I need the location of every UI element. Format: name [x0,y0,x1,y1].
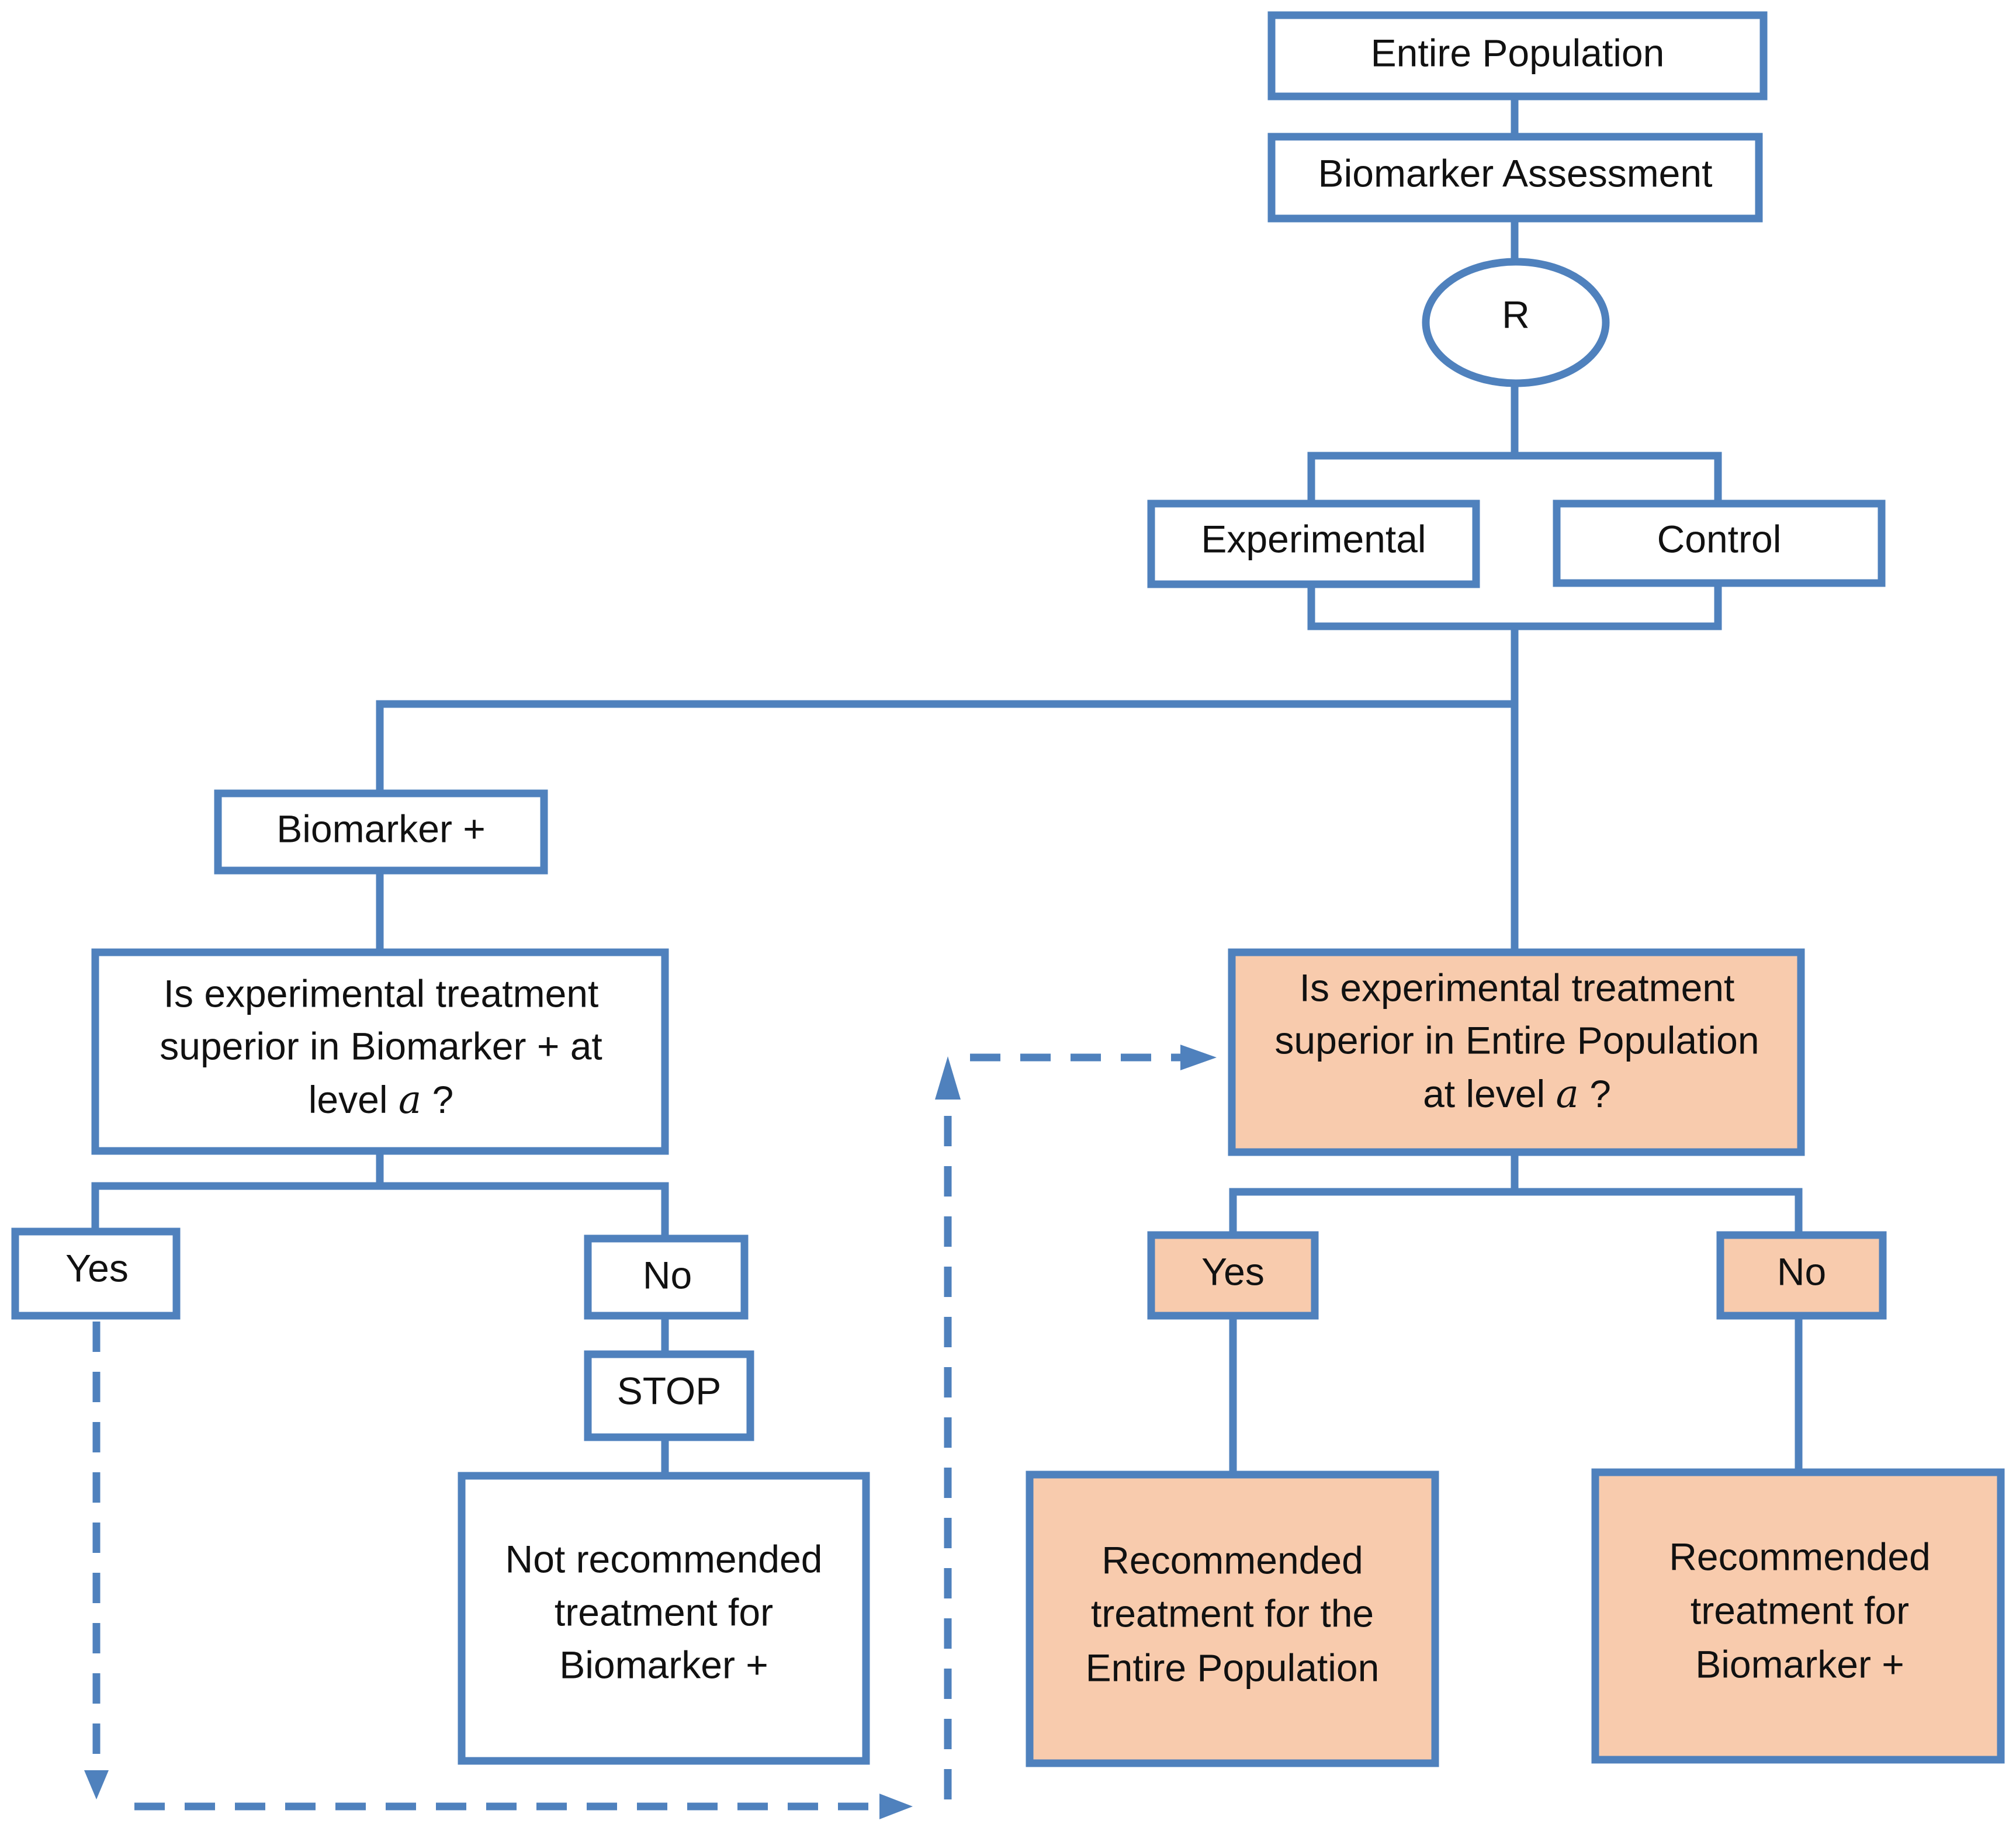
entire-population-label: Entire Population [1371,31,1665,74]
node-randomization: R [1422,258,1610,387]
not-recommended-line1: Not recommended [505,1537,823,1580]
left-no-label: No [643,1253,692,1296]
recommended-entire-line3: Entire Population [1086,1646,1380,1689]
recommended-biomarker-line2: treatment for [1691,1589,1909,1632]
question-entire-line3: at level a ? [1423,1071,1611,1116]
not-recommended-line2: treatment for [555,1590,773,1634]
question-entire-line1: Is experimental treatment [1300,966,1735,1009]
node-right-no: No [1716,1231,1887,1320]
alpha-symbol: a [399,1077,421,1122]
connector-arms-merge [1307,584,1722,630]
biomarker-assessment-label: Biomarker Assessment [1318,151,1713,195]
node-recommended-biomarker: Recommended treatment for Biomarker + [1591,1468,2005,1764]
node-right-yes: Yes [1147,1231,1319,1320]
right-no-label: No [1777,1250,1826,1293]
recommended-biomarker-line3: Biomarker + [1695,1642,1904,1686]
node-not-recommended: Not recommended treatment for Biomarker … [458,1472,870,1765]
dashed-feedback-path [84,1045,1217,1819]
node-left-yes: Yes [11,1227,181,1320]
recommended-entire-line2: treatment for the [1091,1591,1374,1635]
question-biomarker-line3: level a ? [309,1077,453,1122]
right-yes-label: Yes [1201,1250,1265,1293]
stop-label: STOP [617,1369,722,1412]
arrowhead-right-to-question-icon [1180,1045,1217,1070]
arrowhead-up-icon [935,1056,961,1100]
node-question-biomarker: Is experimental treatment superior in Bi… [91,948,669,1155]
node-biomarker-plus: Biomarker + [214,789,548,875]
connector-right-question-branches [1229,1188,1803,1234]
connector-split-to-arms [1307,452,1722,504]
left-yes-label: Yes [65,1246,129,1289]
question-entire-line2: superior in Entire Population [1274,1018,1759,1062]
question-biomarker-line2: superior in Biomarker + at [160,1024,602,1067]
arrowhead-down-icon [84,1770,109,1799]
node-entire-population: Entire Population [1267,11,1768,100]
node-left-no: No [584,1234,749,1320]
control-label: Control [1657,517,1782,560]
node-control: Control [1553,500,1886,587]
experimental-label: Experimental [1201,517,1426,560]
node-experimental: Experimental [1147,500,1480,588]
question-biomarker-line1: Is experimental treatment [164,972,599,1015]
recommended-biomarker-line1: Recommended [1669,1535,1931,1578]
biomarker-plus-label: Biomarker + [276,807,486,850]
recommended-entire-line1: Recommended [1101,1538,1363,1582]
connectors [91,96,1803,1476]
alpha-symbol: a [1556,1071,1579,1116]
connector-left-question-branches [91,1182,669,1239]
node-biomarker-assessment: Biomarker Assessment [1267,133,1763,223]
connector-merge-to-biomarker [376,700,1515,793]
randomization-label: R [1502,293,1530,336]
arrowhead-right-icon [879,1794,913,1819]
node-stop: STOP [584,1350,754,1441]
not-recommended-line3: Biomarker + [559,1643,768,1686]
node-recommended-entire-population: Recommended treatment for the Entire Pop… [1026,1471,1439,1767]
node-question-entire-population: Is experimental treatment superior in En… [1228,948,1805,1156]
